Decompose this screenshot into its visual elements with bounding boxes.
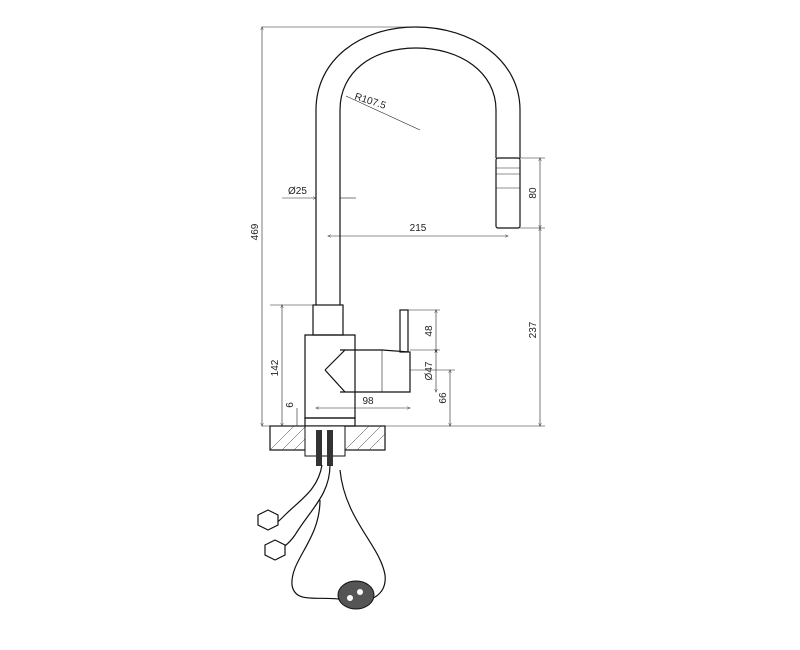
handle-height-label: 48 <box>424 325 435 337</box>
hose-nut-top <box>257 509 279 531</box>
spout-outer <box>315 26 521 305</box>
body-depth-label: 98 <box>362 396 374 407</box>
lever-housing <box>340 349 411 393</box>
hose-nut-bottom <box>264 539 286 561</box>
spray-head-label: 80 <box>528 187 539 199</box>
supply-hoses <box>257 464 386 610</box>
plate-label: 6 <box>285 402 296 408</box>
spout-inner <box>339 47 497 305</box>
overall-height-label: 469 <box>250 223 261 240</box>
spray-head <box>495 157 521 229</box>
main-body <box>304 334 356 419</box>
base-to-lever-label: 66 <box>438 392 449 404</box>
hose-weight <box>337 580 375 610</box>
body-height-label: 142 <box>270 359 281 376</box>
lever-handle <box>399 309 409 353</box>
mounting-shank <box>304 425 346 457</box>
body-diameter-label: Ø47 <box>424 361 435 380</box>
radius-label: R107.5 <box>353 91 387 112</box>
reach-label: 215 <box>410 223 427 234</box>
spout-diameter-label: Ø25 <box>288 186 307 197</box>
spout-collar <box>312 304 344 336</box>
countertop <box>269 425 386 466</box>
dimension-lines <box>262 27 545 426</box>
base-flange <box>304 417 356 427</box>
spout-height-label: 237 <box>528 321 539 338</box>
